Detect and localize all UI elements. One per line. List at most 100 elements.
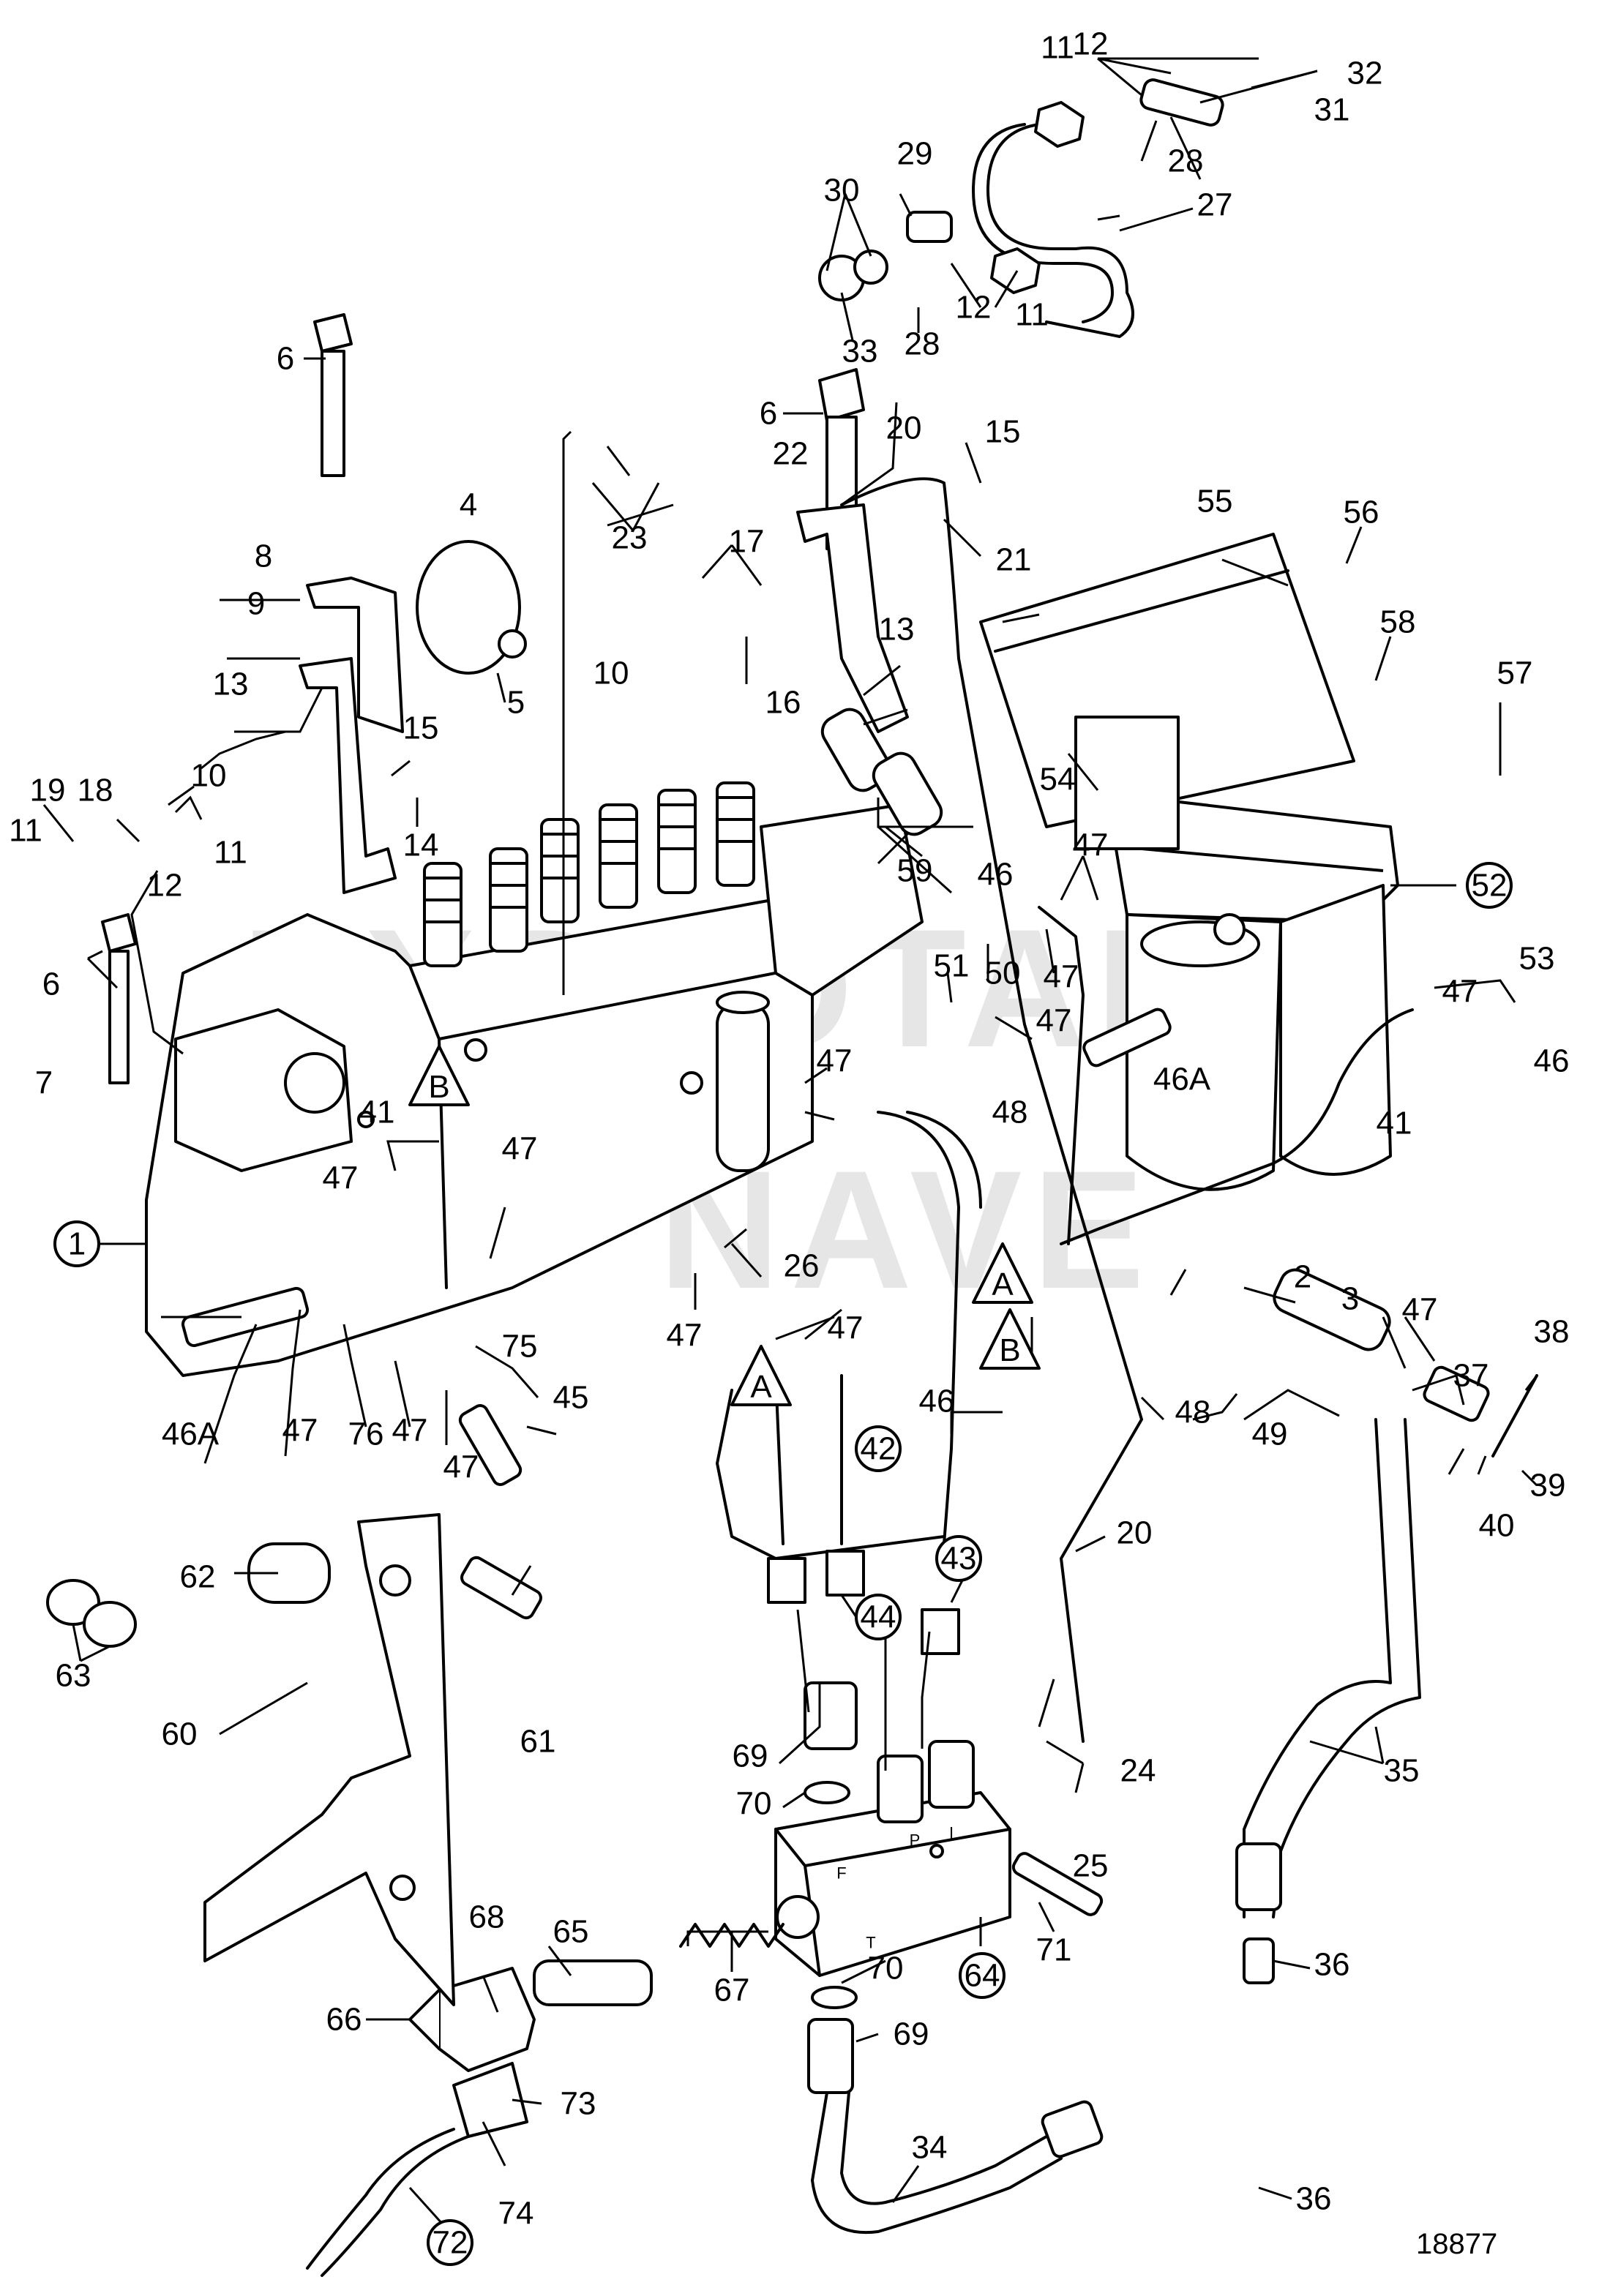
- label-47k: 47: [392, 1413, 428, 1449]
- label-53: 53: [1519, 941, 1555, 977]
- label-47b: 47: [1442, 974, 1478, 1010]
- label-47c: 47: [1036, 1003, 1072, 1039]
- label-28: 28: [1168, 143, 1204, 179]
- hose-fitting-34: [1041, 2100, 1104, 2158]
- filter-bracket: [979, 533, 1355, 850]
- label-49: 49: [1252, 1417, 1288, 1452]
- banjo-bolt-46A-right: [1082, 1008, 1172, 1068]
- label-5: 5: [507, 685, 525, 721]
- parts-drawing: F P I T: [46, 78, 1538, 2277]
- label-3: 3: [1341, 1281, 1359, 1317]
- label-12c: 12: [147, 868, 183, 904]
- label-14: 14: [403, 828, 439, 863]
- label-11b: 11: [1015, 297, 1049, 333]
- label-23: 23: [612, 520, 648, 556]
- label-6b: 6: [760, 396, 777, 432]
- callout-circle-44: [855, 1594, 902, 1640]
- label-8: 8: [255, 539, 272, 574]
- label-11d: 11: [214, 835, 247, 871]
- label-6a: 6: [277, 341, 294, 377]
- circled-callouts: [53, 862, 1513, 2266]
- label-13b: 13: [879, 612, 915, 648]
- label-17: 17: [729, 524, 765, 560]
- fuel-pipe-41b: [1060, 1008, 1414, 1245]
- svg-text:A: A: [992, 1267, 1014, 1302]
- screw-5: [498, 629, 527, 659]
- label-47h: 47: [667, 1318, 703, 1354]
- label-10b: 10: [191, 758, 227, 794]
- bracket-13-left: [299, 657, 397, 894]
- leader-lines: [42, 57, 1538, 2226]
- label-73: 73: [561, 2086, 596, 2122]
- label-25: 25: [1073, 1848, 1109, 1884]
- pipe-44-run: [716, 1389, 945, 1560]
- label-46A-right: 46A: [1153, 1062, 1211, 1098]
- label-15a: 15: [985, 414, 1021, 450]
- fuel-hose-34: [811, 2091, 1063, 2235]
- bracket-hole-b: [389, 1875, 416, 1901]
- label-34: 34: [912, 2130, 948, 2166]
- label-47j: 47: [282, 1413, 318, 1449]
- label-50: 50: [985, 956, 1021, 991]
- callout-circle-52: [1466, 862, 1513, 909]
- label-47e: 47: [502, 1131, 538, 1167]
- label-46A-left: 46A: [162, 1417, 220, 1452]
- connector-73: [452, 2062, 528, 2138]
- svg-text:B: B: [999, 1332, 1020, 1368]
- label-76: 76: [348, 1417, 384, 1452]
- pipe-nut-11-mid: [990, 247, 1041, 294]
- label-61: 61: [520, 1724, 556, 1760]
- label-47i: 47: [828, 1310, 864, 1346]
- bolt-45: [458, 1404, 523, 1486]
- union-69-top: [804, 1681, 858, 1750]
- hose-fitting-35: [1235, 1842, 1282, 1911]
- label-43: 43: [941, 1541, 977, 1577]
- part-number-labels: 11 12 32 31 28 27 29 30 33 28 12 11 6 6 …: [9, 26, 1569, 2261]
- fuel-filter-assembly: [1111, 796, 1399, 1191]
- injection-pump-body: [145, 891, 814, 1377]
- support-bracket-60: [203, 1513, 455, 2006]
- label-56: 56: [1344, 495, 1379, 530]
- drawing-reference-number: 18877: [1416, 2228, 1497, 2260]
- bracket-13-center: [796, 503, 909, 733]
- fuel-hose-35: [1243, 1418, 1392, 1918]
- label-16: 16: [765, 685, 801, 721]
- label-66: 66: [326, 2002, 362, 2038]
- label-65: 65: [553, 1914, 589, 1950]
- label-12b: 12: [956, 290, 992, 326]
- label-7: 7: [35, 1065, 53, 1101]
- label-26: 26: [784, 1248, 820, 1284]
- label-35: 35: [1384, 1753, 1420, 1789]
- bracket-9: [306, 577, 404, 733]
- label-38: 38: [1534, 1314, 1570, 1350]
- label-29: 29: [897, 136, 933, 172]
- label-9: 9: [247, 586, 265, 622]
- label-41a: 41: [359, 1095, 395, 1130]
- cover-disc-4: [416, 540, 521, 675]
- washer-63b: [83, 1601, 137, 1648]
- label-18: 18: [78, 773, 113, 809]
- svg-text:A: A: [750, 1369, 772, 1405]
- label-47a: 47: [1073, 828, 1109, 863]
- label-45: 45: [553, 1380, 589, 1416]
- pipe-nut-43: [921, 1608, 960, 1655]
- label-72: 72: [432, 2225, 468, 2261]
- sealing-washer-30: [853, 250, 888, 285]
- union-69-center: [877, 1755, 924, 1823]
- label-46b: 46: [1534, 1043, 1570, 1079]
- label-21: 21: [996, 542, 1032, 578]
- label-47m: 47: [1044, 959, 1079, 995]
- label-74: 74: [498, 2196, 534, 2232]
- bolt-6-left: [313, 313, 353, 477]
- pipe-nut-44a: [767, 1557, 806, 1604]
- label-11: 11: [1041, 30, 1074, 66]
- label-62: 62: [180, 1559, 216, 1595]
- return-pipe-20: [840, 477, 1143, 1743]
- solenoid-valve-68: [408, 1923, 784, 2072]
- fuel-pipe-41a: [1038, 906, 1085, 1245]
- label-46a: 46: [978, 857, 1014, 893]
- label-30: 30: [824, 173, 860, 209]
- label-67: 67: [714, 1973, 750, 2008]
- label-51: 51: [934, 948, 970, 984]
